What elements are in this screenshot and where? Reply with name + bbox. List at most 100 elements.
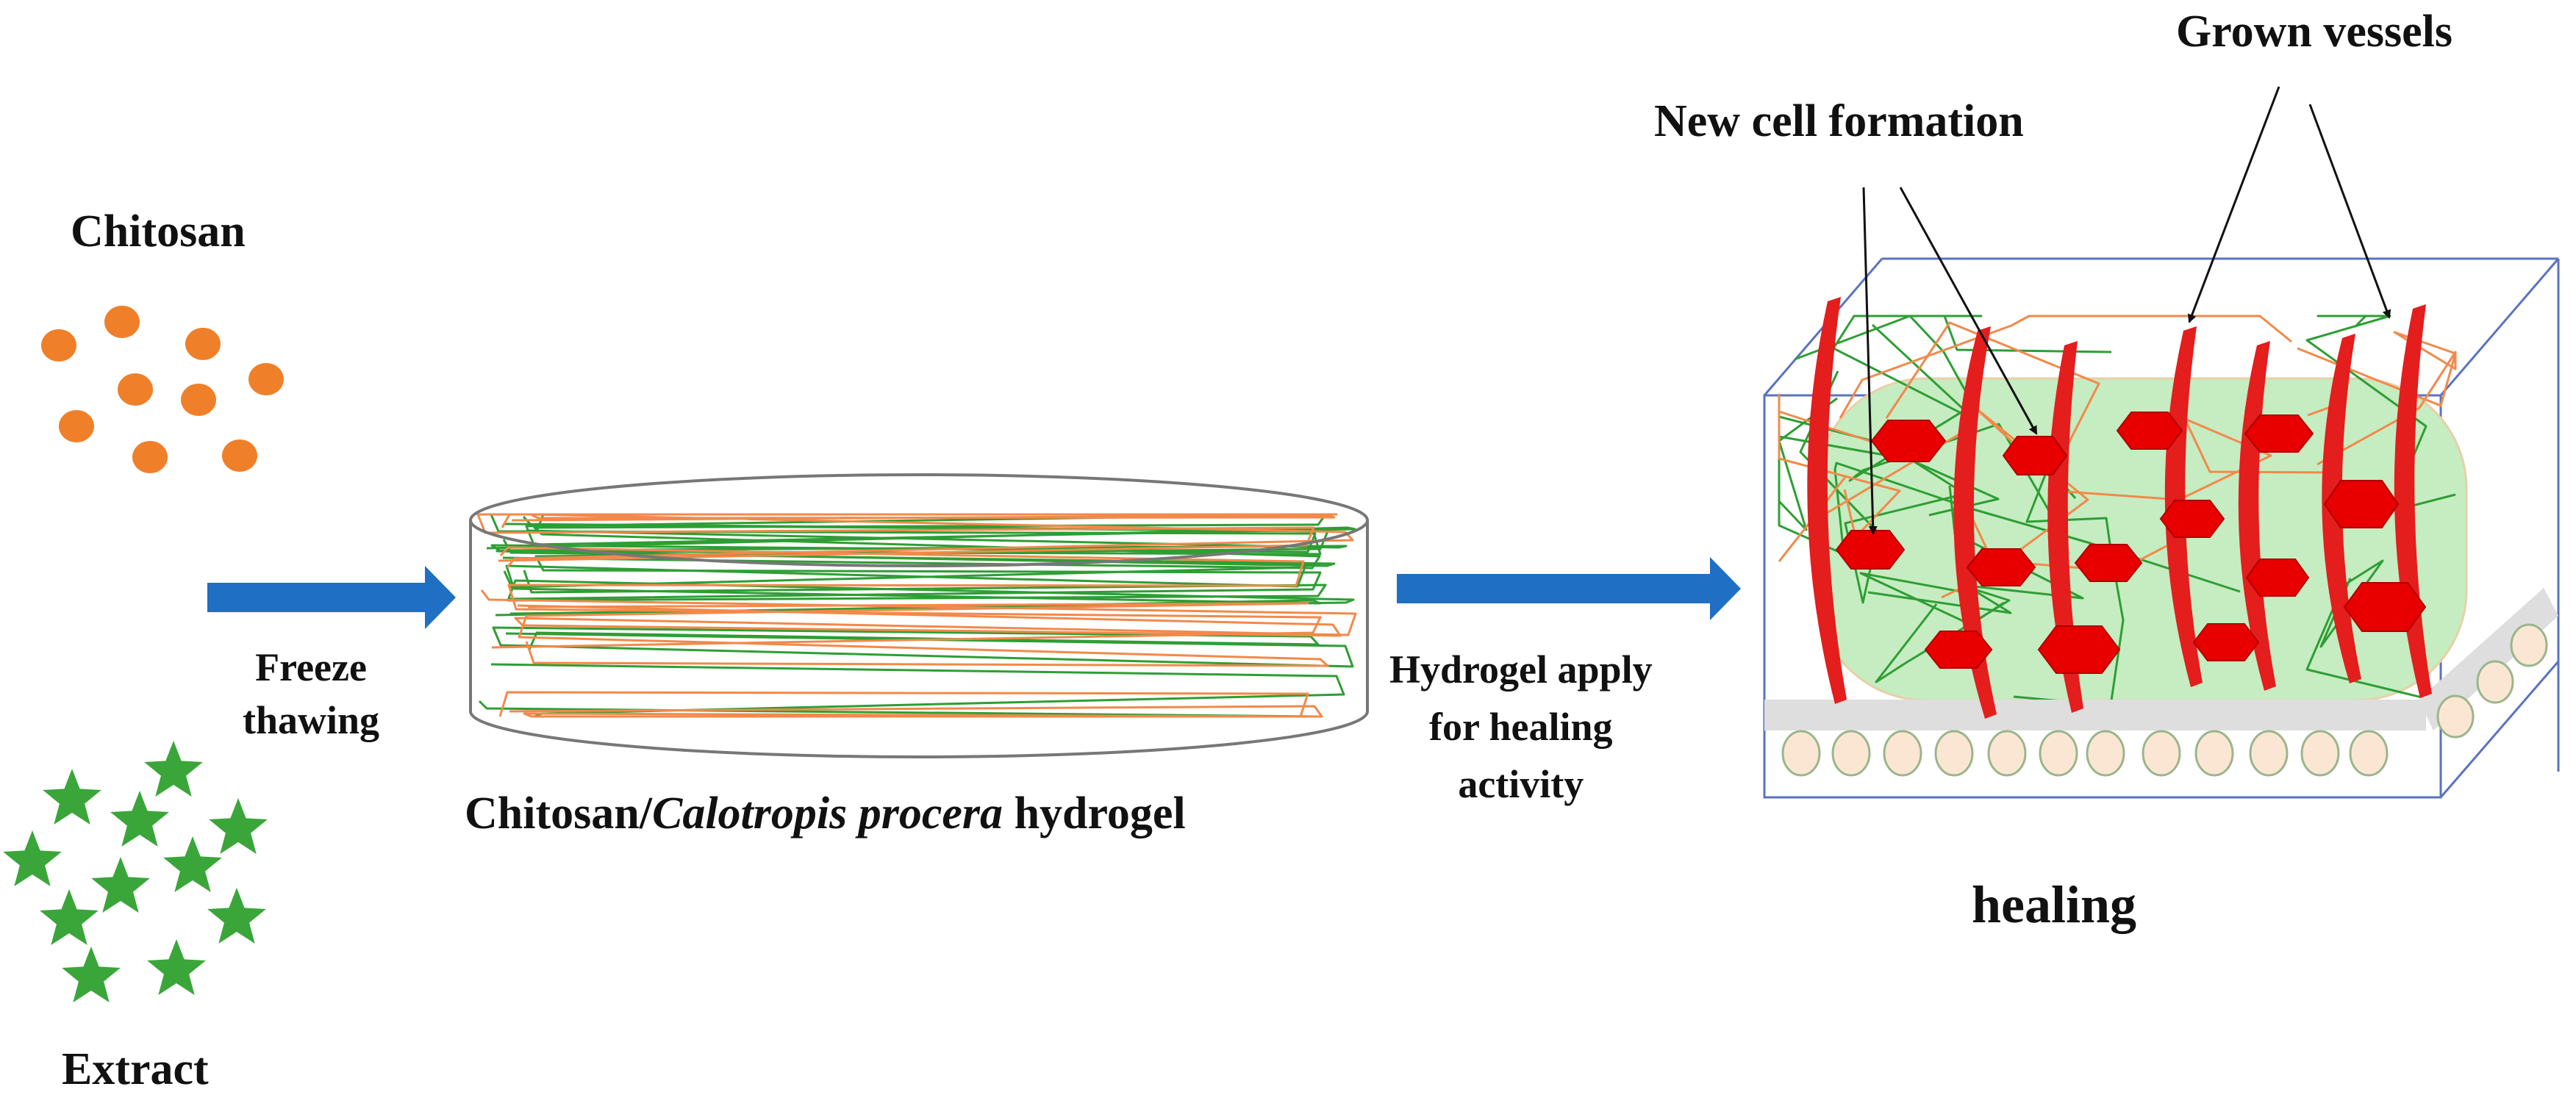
extract-star: [91, 857, 150, 913]
green-fiber: [1875, 485, 2084, 683]
hydrogel-caption: Chitosan/Calotropis procera hydrogel: [465, 788, 1186, 840]
green-fiber: [495, 564, 1322, 617]
chitosan-particle: [41, 329, 76, 362]
extract-star: [207, 888, 266, 944]
skin-cell: [2510, 623, 2548, 667]
chitosan-particle: [104, 306, 140, 338]
skin-cell: [2194, 730, 2234, 777]
skin-cell: [1934, 730, 1974, 777]
grown-vessels-label: Grown vessels: [2176, 7, 2453, 57]
freeze-thaw-arrow: [207, 566, 456, 629]
green-fiber: [2013, 466, 2125, 707]
new-cell: [2245, 559, 2310, 597]
pointer-lines: [1862, 86, 2391, 535]
skin-cell: [1883, 730, 1922, 777]
skin-cell: [1987, 730, 2027, 777]
new-cell: [2116, 412, 2183, 450]
skin-cell: [2142, 730, 2181, 777]
skin-cell: [1831, 730, 1871, 777]
freeze-thawing-label: Freeze thawing: [243, 641, 379, 747]
hydrogel-caption-prefix: Chitosan/: [465, 789, 652, 839]
green-fiber: [1778, 458, 2241, 593]
new-cell-pointer-1: [1862, 187, 1878, 535]
orange-fiber: [1839, 315, 2292, 419]
new-cell: [2343, 582, 2427, 632]
apply-line-1: Hydrogel apply: [1389, 647, 1653, 692]
green-fiber: [492, 626, 1354, 668]
extract-stars: [3, 741, 268, 1002]
new-cells: [1835, 412, 2427, 674]
skin-cell: [1781, 730, 1821, 777]
extract-star: [147, 939, 206, 995]
vessel: [2047, 341, 2083, 713]
apply-arrow: [1397, 557, 1741, 620]
skin-layer: [1764, 700, 2426, 730]
new-cell: [2074, 544, 2143, 582]
extract-star: [3, 830, 62, 886]
grown-vessels-pointer-2: [2308, 104, 2391, 319]
orange-fiber: [498, 691, 1323, 718]
new-cell: [1924, 631, 1993, 669]
new-cell: [1870, 420, 1947, 462]
vessel: [2238, 341, 2276, 691]
apply-line-3: activity: [1458, 762, 1584, 806]
vessel: [1807, 297, 1847, 704]
freeze-thawing-line-2: thawing: [243, 698, 380, 742]
new-cell-formation-label: New cell formation: [1654, 96, 2024, 146]
skin-cells: [1781, 623, 2548, 777]
green-fiber: [1832, 315, 2112, 422]
extract-star: [163, 836, 222, 892]
chitosan-particle: [222, 439, 257, 472]
hydrogel-caption-species: Calotropis procera: [651, 789, 1003, 839]
skin-cell: [2476, 660, 2514, 704]
skin-cell: [2300, 730, 2340, 777]
extract-star: [209, 798, 268, 854]
chitosan-particle: [132, 441, 168, 473]
extract-star: [62, 947, 121, 1002]
chitosan-particle: [181, 384, 216, 416]
hydrogel-caption-suffix: hydrogel: [1003, 789, 1186, 839]
chitosan-particle: [59, 410, 94, 442]
healing-box: [1763, 257, 2560, 799]
orange-fiber: [1778, 393, 1901, 539]
grown-vessels-pointer-1: [2187, 86, 2280, 323]
skin-cell: [2349, 730, 2389, 777]
chitosan-particles: [41, 306, 284, 473]
orange-fiber: [480, 589, 1357, 637]
vessel: [1953, 326, 1997, 719]
skin-cell: [2249, 730, 2289, 777]
skin-cell: [2086, 730, 2125, 777]
new-cell: [2037, 625, 2121, 674]
apply-label: Hydrogel apply for healing activity: [1389, 641, 1653, 813]
chitosan-particle: [185, 328, 221, 360]
skin-cell: [2436, 694, 2475, 739]
orange-fiber: [491, 546, 1322, 649]
apply-line-2: for healing: [1429, 705, 1613, 749]
new-cell: [1835, 530, 1906, 570]
new-cell: [2002, 436, 2068, 475]
chitosan-particle: [248, 363, 284, 395]
new-cell-pointer-2: [1899, 187, 2038, 435]
new-cell: [1966, 548, 2036, 586]
healing-label: healing: [1972, 875, 2137, 934]
skin-cell: [2039, 730, 2078, 777]
new-cell: [2192, 623, 2260, 661]
new-cell: [2159, 500, 2225, 538]
hydrogel-fibers: [476, 513, 1357, 718]
new-cell: [2244, 414, 2314, 453]
chitosan-particle: [118, 373, 153, 406]
extract-star: [40, 889, 99, 945]
freeze-thawing-line-1: Freeze: [255, 645, 367, 689]
orange-fiber: [2297, 331, 2457, 466]
grown-vessels: [1807, 297, 2432, 719]
chitosan-label: Chitosan: [71, 207, 246, 256]
extract-star: [144, 741, 203, 797]
extract-label: Extract: [62, 1044, 209, 1094]
extract-star: [110, 791, 169, 847]
new-cell: [2323, 480, 2400, 528]
petri-dish: [469, 473, 1369, 758]
extract-star: [43, 769, 101, 825]
orange-fiber: [518, 602, 1329, 667]
